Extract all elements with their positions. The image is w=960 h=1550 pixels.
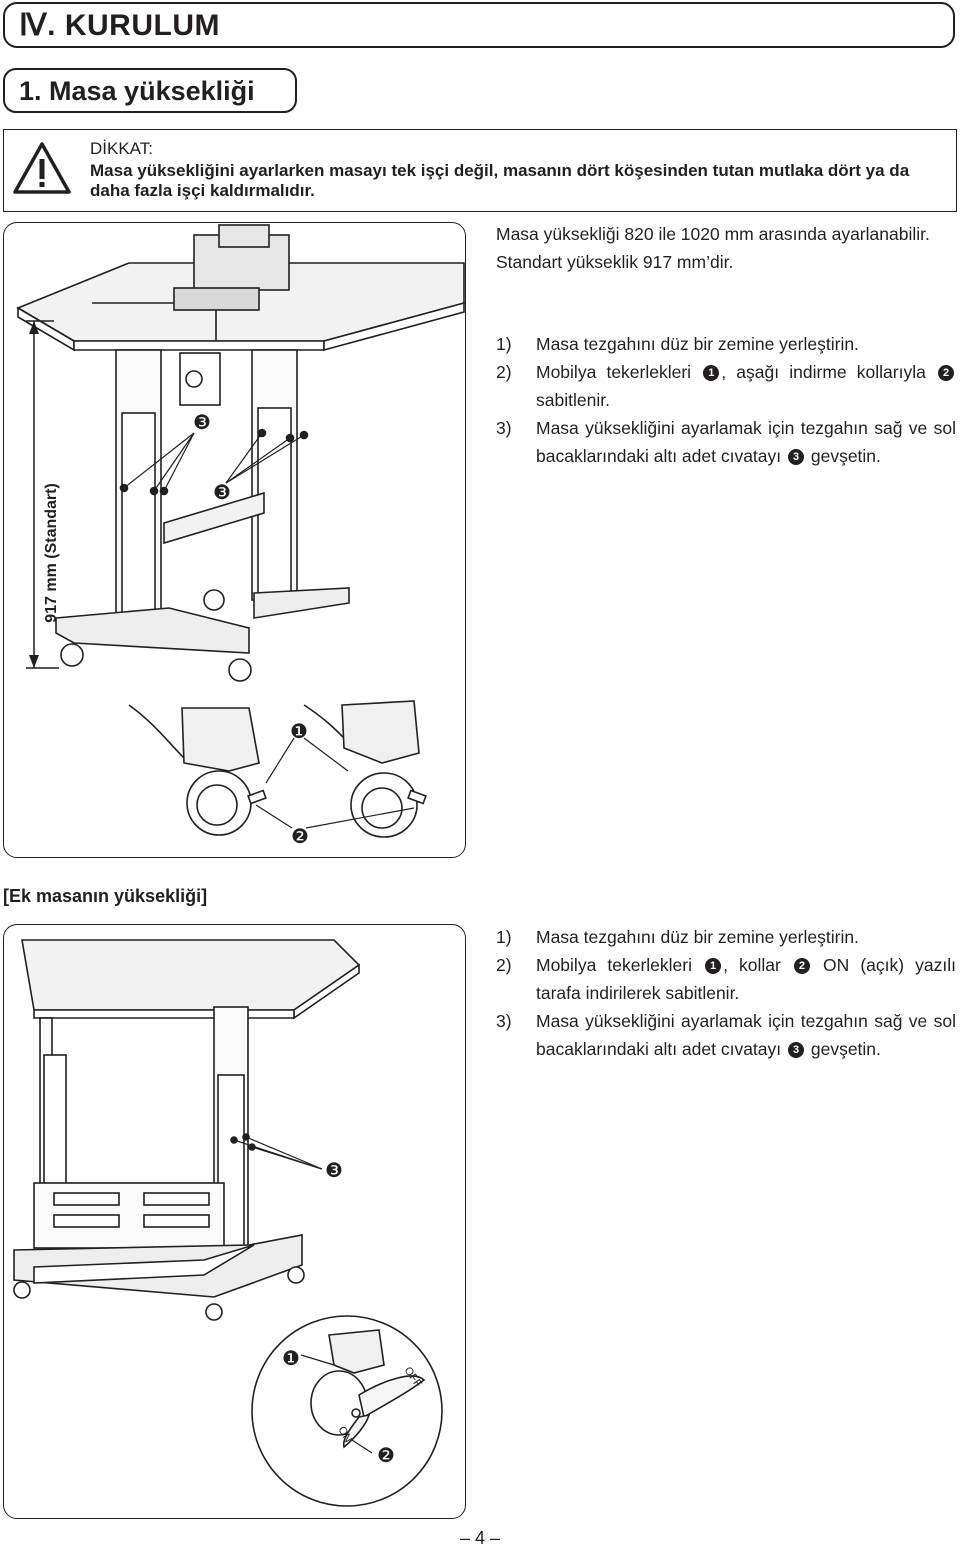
callout-1-marker: 1	[703, 365, 720, 382]
extra-step-3: 3) Masa yüksekliğini ayarlamak için tezg…	[496, 1011, 956, 1059]
sewing-table-illustration: 917 mm (Standart) ❸ ❸ ❶ ❷	[16, 224, 465, 848]
section-title: 1. Masa yüksekliği	[19, 76, 255, 106]
main-step-1: 1) Masa tezgahını düz bir zemine yerleşt…	[496, 334, 859, 354]
height-label: 917 mm (Standart)	[43, 483, 60, 623]
extra-callout-3: ❸	[325, 1160, 343, 1182]
chapter-title: Ⅳ. KURULUM	[19, 9, 220, 42]
warning-triangle-icon	[13, 142, 71, 194]
height-intro: Masa yüksekliği 820 ile 1020 mm arasında…	[496, 224, 930, 272]
extra-callout-2-marker: 2	[793, 958, 810, 975]
callout-2-caster: ❷	[291, 826, 309, 848]
extra-steps: 1) Masa tezgahını düz bir zemine yerleşt…	[496, 923, 956, 1063]
main-step-3: 3) Masa yüksekliğini ayarlamak için tezg…	[496, 418, 956, 466]
main-steps: 1) Masa tezgahını düz bir zemine yerleşt…	[496, 330, 956, 470]
extra-table-illustration: ❸ ❶ ❷ ON OFF	[13, 939, 443, 1507]
extra-step-2: 2) Mobilya tekerlekleri 1, kollar 2 ON (…	[496, 955, 957, 1003]
extra-table-heading: [Ek masanın yüksekliği]	[3, 886, 208, 906]
page-number: – 4 –	[459, 1528, 501, 1548]
callout-3-marker: 3	[788, 449, 804, 466]
extra-callout-1-marker: 1	[705, 958, 722, 975]
caution-title: DİKKAT:	[90, 139, 153, 158]
caution-box: DİKKAT: Masa yüksekliğini ayarlarken mas…	[3, 129, 957, 212]
extra-callout-1: ❶	[282, 1348, 300, 1370]
callout-3-right: ❸	[213, 482, 231, 504]
extra-step-1: 1) Masa tezgahını düz bir zemine yerleşt…	[496, 927, 859, 947]
callout-3-left: ❸	[193, 412, 211, 434]
table-height-figure: 917 mm (Standart) ❸ ❸ ❶ ❷	[3, 222, 466, 858]
chapter-heading: Ⅳ. KURULUM	[3, 2, 955, 48]
extra-table-figure: ❸ ❶ ❷ ON OFF	[3, 924, 466, 1519]
callout-2-marker: 2	[938, 365, 954, 382]
extra-callout-3-marker: 3	[788, 1042, 804, 1059]
section-heading: 1. Masa yüksekliği	[3, 68, 297, 113]
extra-callout-2: ❷	[377, 1445, 395, 1467]
callout-1-caster: ❶	[290, 721, 308, 743]
caution-text: Masa yüksekliğini ayarlarken masayı tek …	[90, 161, 910, 200]
main-step-2: 2) Mobilya tekerlekleri 1, aşağı indirme…	[496, 358, 956, 414]
